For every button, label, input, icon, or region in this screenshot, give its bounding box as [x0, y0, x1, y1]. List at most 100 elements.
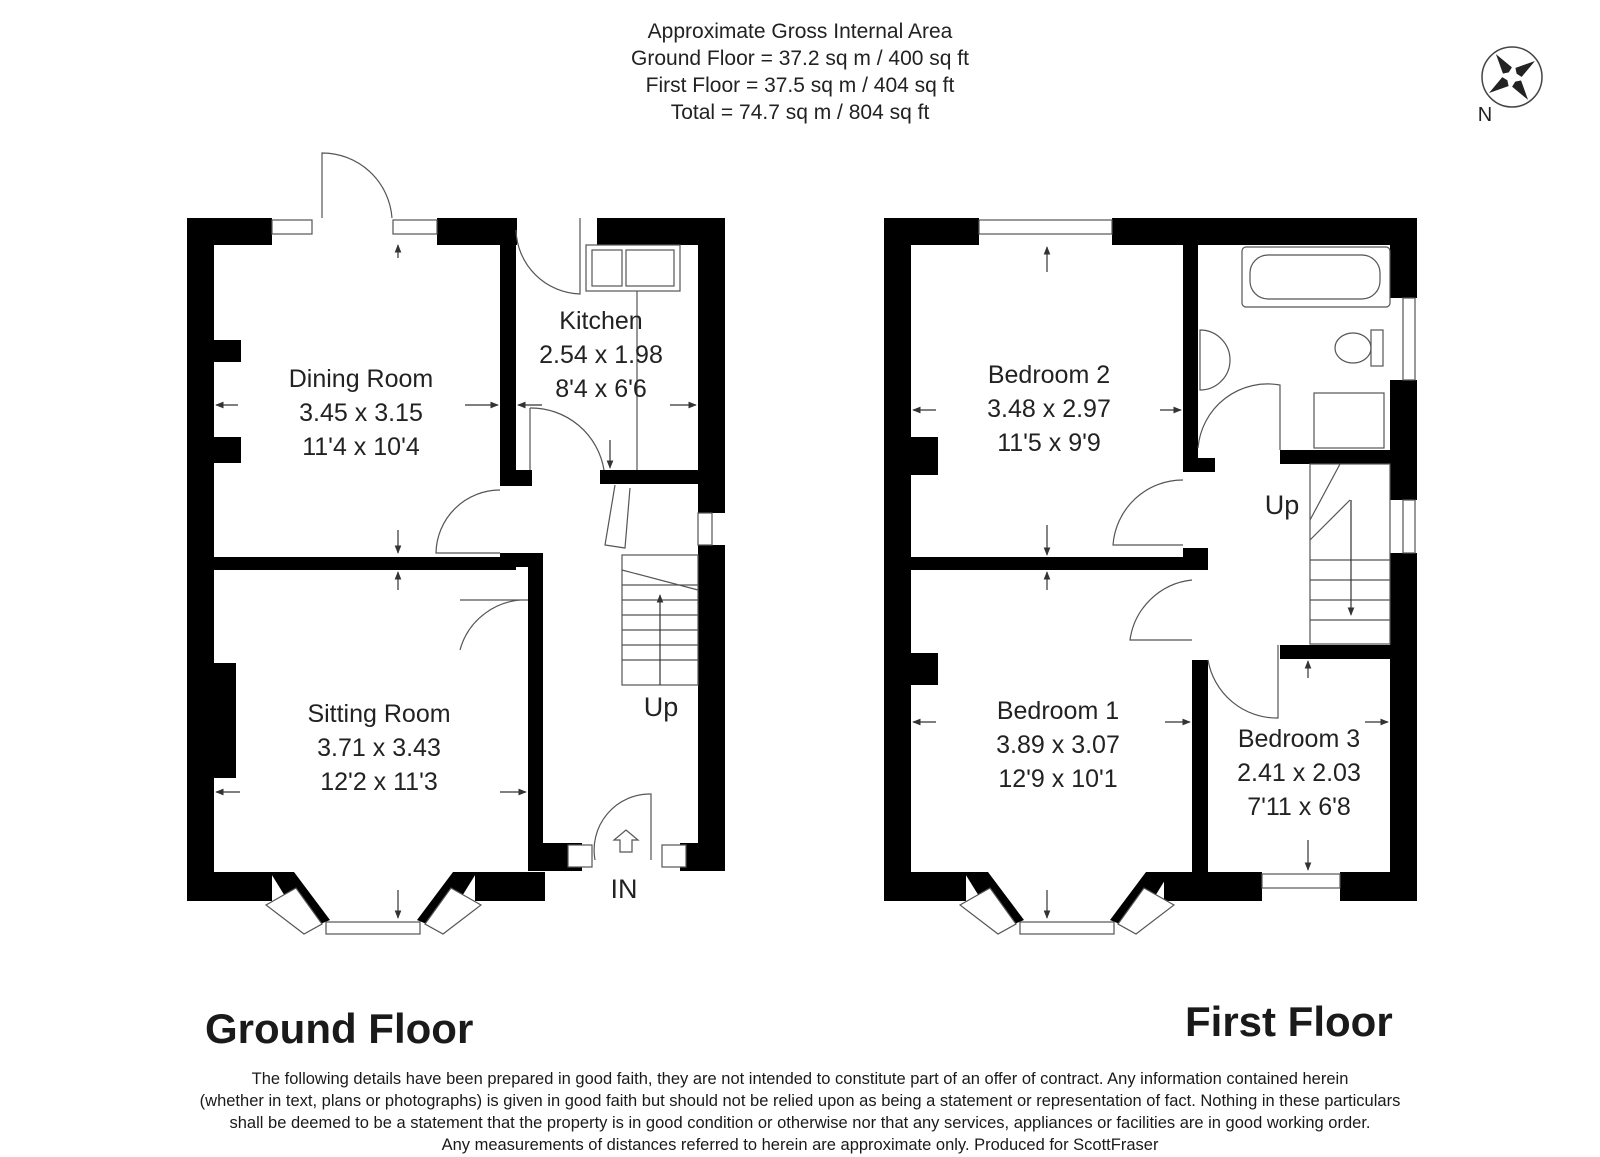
gf-wall-west [187, 218, 214, 901]
gf-wall-stub-1 [500, 470, 532, 486]
disclaimer-line-3: shall be deemed to be a statement that t… [229, 1114, 1371, 1132]
gf-door-front [593, 793, 652, 861]
gf-chimney-3 [214, 663, 236, 778]
ff-window-landing [1402, 499, 1416, 554]
ff-wall-stub-2 [1183, 548, 1208, 570]
gf-wall-south-left [187, 872, 272, 901]
gf-bay-window-left [264, 887, 323, 935]
kitchen-imperial: 8'4 x 6'6 [555, 375, 647, 403]
disclaimer-line-4: Any measurements of distances referred t… [441, 1136, 1159, 1154]
area-first-floor: First Floor = 37.5 sq m / 404 sq ft [645, 74, 955, 97]
gf-kitchen-worktop [585, 244, 681, 292]
sitting-room-name: Sitting Room [307, 700, 450, 728]
ff-wall-stub-1 [1183, 458, 1215, 472]
gf-wall-south-entry-right [680, 843, 725, 871]
gf-door-kitchen-side [515, 218, 581, 295]
ff-wall-south-mid [1164, 872, 1262, 901]
gf-wall-east-lower [698, 545, 725, 871]
gf-door-cupboard [604, 484, 631, 549]
ff-wall-bed3-north [1280, 645, 1390, 659]
basin-icon [1199, 329, 1231, 391]
ff-window-bed3 [1261, 873, 1341, 889]
bedroom2-metric: 3.48 x 2.97 [987, 395, 1111, 423]
ground-floor-plan: Dining Room 3.45 x 3.15 11'4 x 10'4 Kitc… [187, 152, 725, 935]
ff-wall-bath-south [1280, 450, 1390, 464]
ff-bay-window-left [958, 887, 1017, 935]
gf-staircase [621, 554, 699, 686]
gf-wall-stub-2 [500, 553, 543, 567]
ff-door-bed3 [1207, 645, 1279, 719]
gf-bay-window-front [325, 921, 421, 935]
gf-wall-dining-sitting [214, 557, 516, 570]
ff-wall-bed2-bath [1183, 218, 1198, 468]
toilet-cistern [1370, 329, 1384, 367]
disclaimer-line-2: (whether in text, plans or photographs) … [199, 1092, 1401, 1110]
bath-icon [1241, 246, 1391, 308]
ff-bay-window-right [1117, 887, 1176, 935]
bedroom1-name: Bedroom 1 [997, 697, 1119, 725]
ff-window-bed2 [978, 219, 1113, 235]
bedroom3-name: Bedroom 3 [1238, 725, 1360, 753]
gf-wall-east-upper [698, 218, 725, 513]
gf-wall-dining-kitchen [500, 218, 516, 483]
bath-inner [1249, 254, 1381, 300]
ff-stairs-up-label: Up [1265, 490, 1300, 520]
ground-floor-title: Ground Floor [205, 1005, 474, 1052]
gf-door-kitchen-hall [529, 407, 605, 471]
area-ground-floor: Ground Floor = 37.2 sq m / 400 sq ft [631, 47, 969, 70]
kitchen-metric: 2.54 x 1.98 [539, 341, 663, 369]
gf-stairs-up-label: Up [644, 692, 679, 722]
ff-wall-east-1 [1390, 218, 1417, 298]
bedroom1-metric: 3.89 x 3.07 [996, 731, 1120, 759]
dining-room-imperial: 11'4 x 10'4 [302, 433, 420, 461]
ff-door-bed2 [1112, 479, 1184, 546]
ff-door-bed1 [1129, 579, 1193, 641]
gf-wall-hall-west [528, 563, 543, 871]
area-heading: Approximate Gross Internal Area [647, 20, 953, 43]
gf-bay-window-right [424, 887, 483, 935]
gf-wall-south-right [475, 872, 545, 901]
gf-window-entry-left [567, 844, 593, 868]
ff-chimney-2 [911, 653, 938, 685]
ff-wall-north-right [1112, 218, 1417, 245]
gf-chimney-1 [214, 340, 241, 362]
gf-window-east [697, 512, 713, 546]
bedroom3-metric: 2.41 x 2.03 [1237, 759, 1361, 787]
kitchen-name: Kitchen [559, 307, 642, 335]
compass-rose-icon [1481, 46, 1543, 108]
drainer-icon [625, 249, 675, 287]
ff-wall-bed1-bed3 [1192, 660, 1208, 872]
ff-wall-north-left [884, 218, 979, 245]
dining-room-name: Dining Room [289, 365, 434, 393]
dining-room-metric: 3.45 x 3.15 [299, 399, 423, 427]
first-floor-plan: Bedroom 2 3.48 x 2.97 11'5 x 9'9 Bedroom… [884, 218, 1417, 935]
gf-wall-kitchen-south [600, 470, 700, 484]
sink-icon [591, 249, 623, 287]
shower-icon [1313, 392, 1385, 449]
gf-door-sitting [459, 599, 529, 651]
toilet-icon [1334, 332, 1372, 364]
gf-door-garden [321, 152, 393, 219]
ff-staircase [1309, 463, 1391, 645]
ff-bay-window-front [1019, 921, 1115, 935]
bedroom2-imperial: 11'5 x 9'9 [997, 429, 1101, 457]
bedroom1-imperial: 12'9 x 10'1 [998, 765, 1117, 793]
compass-north-label: N [1478, 104, 1492, 126]
ff-wall-south-right [1340, 872, 1417, 901]
ff-wall-bed2-bed1 [911, 557, 1191, 570]
entrance-arrow-icon [612, 829, 640, 853]
sitting-room-imperial: 12'2 x 11'3 [320, 768, 438, 796]
gf-window-dining-right [392, 219, 438, 235]
first-floor-title: First Floor [1185, 998, 1393, 1045]
disclaimer: The following details have been prepared… [100, 1068, 1500, 1156]
ff-wall-east-2 [1390, 380, 1417, 500]
disclaimer-line-1: The following details have been prepared… [251, 1070, 1349, 1088]
gf-wall-north-left [187, 218, 272, 245]
gf-window-dining-left [271, 219, 313, 235]
ff-wall-west [884, 218, 911, 901]
bedroom3-imperial: 7'11 x 6'8 [1247, 793, 1351, 821]
gf-window-entry-right [661, 844, 687, 868]
ff-chimney-1 [911, 437, 938, 475]
entrance-label: IN [611, 874, 638, 904]
